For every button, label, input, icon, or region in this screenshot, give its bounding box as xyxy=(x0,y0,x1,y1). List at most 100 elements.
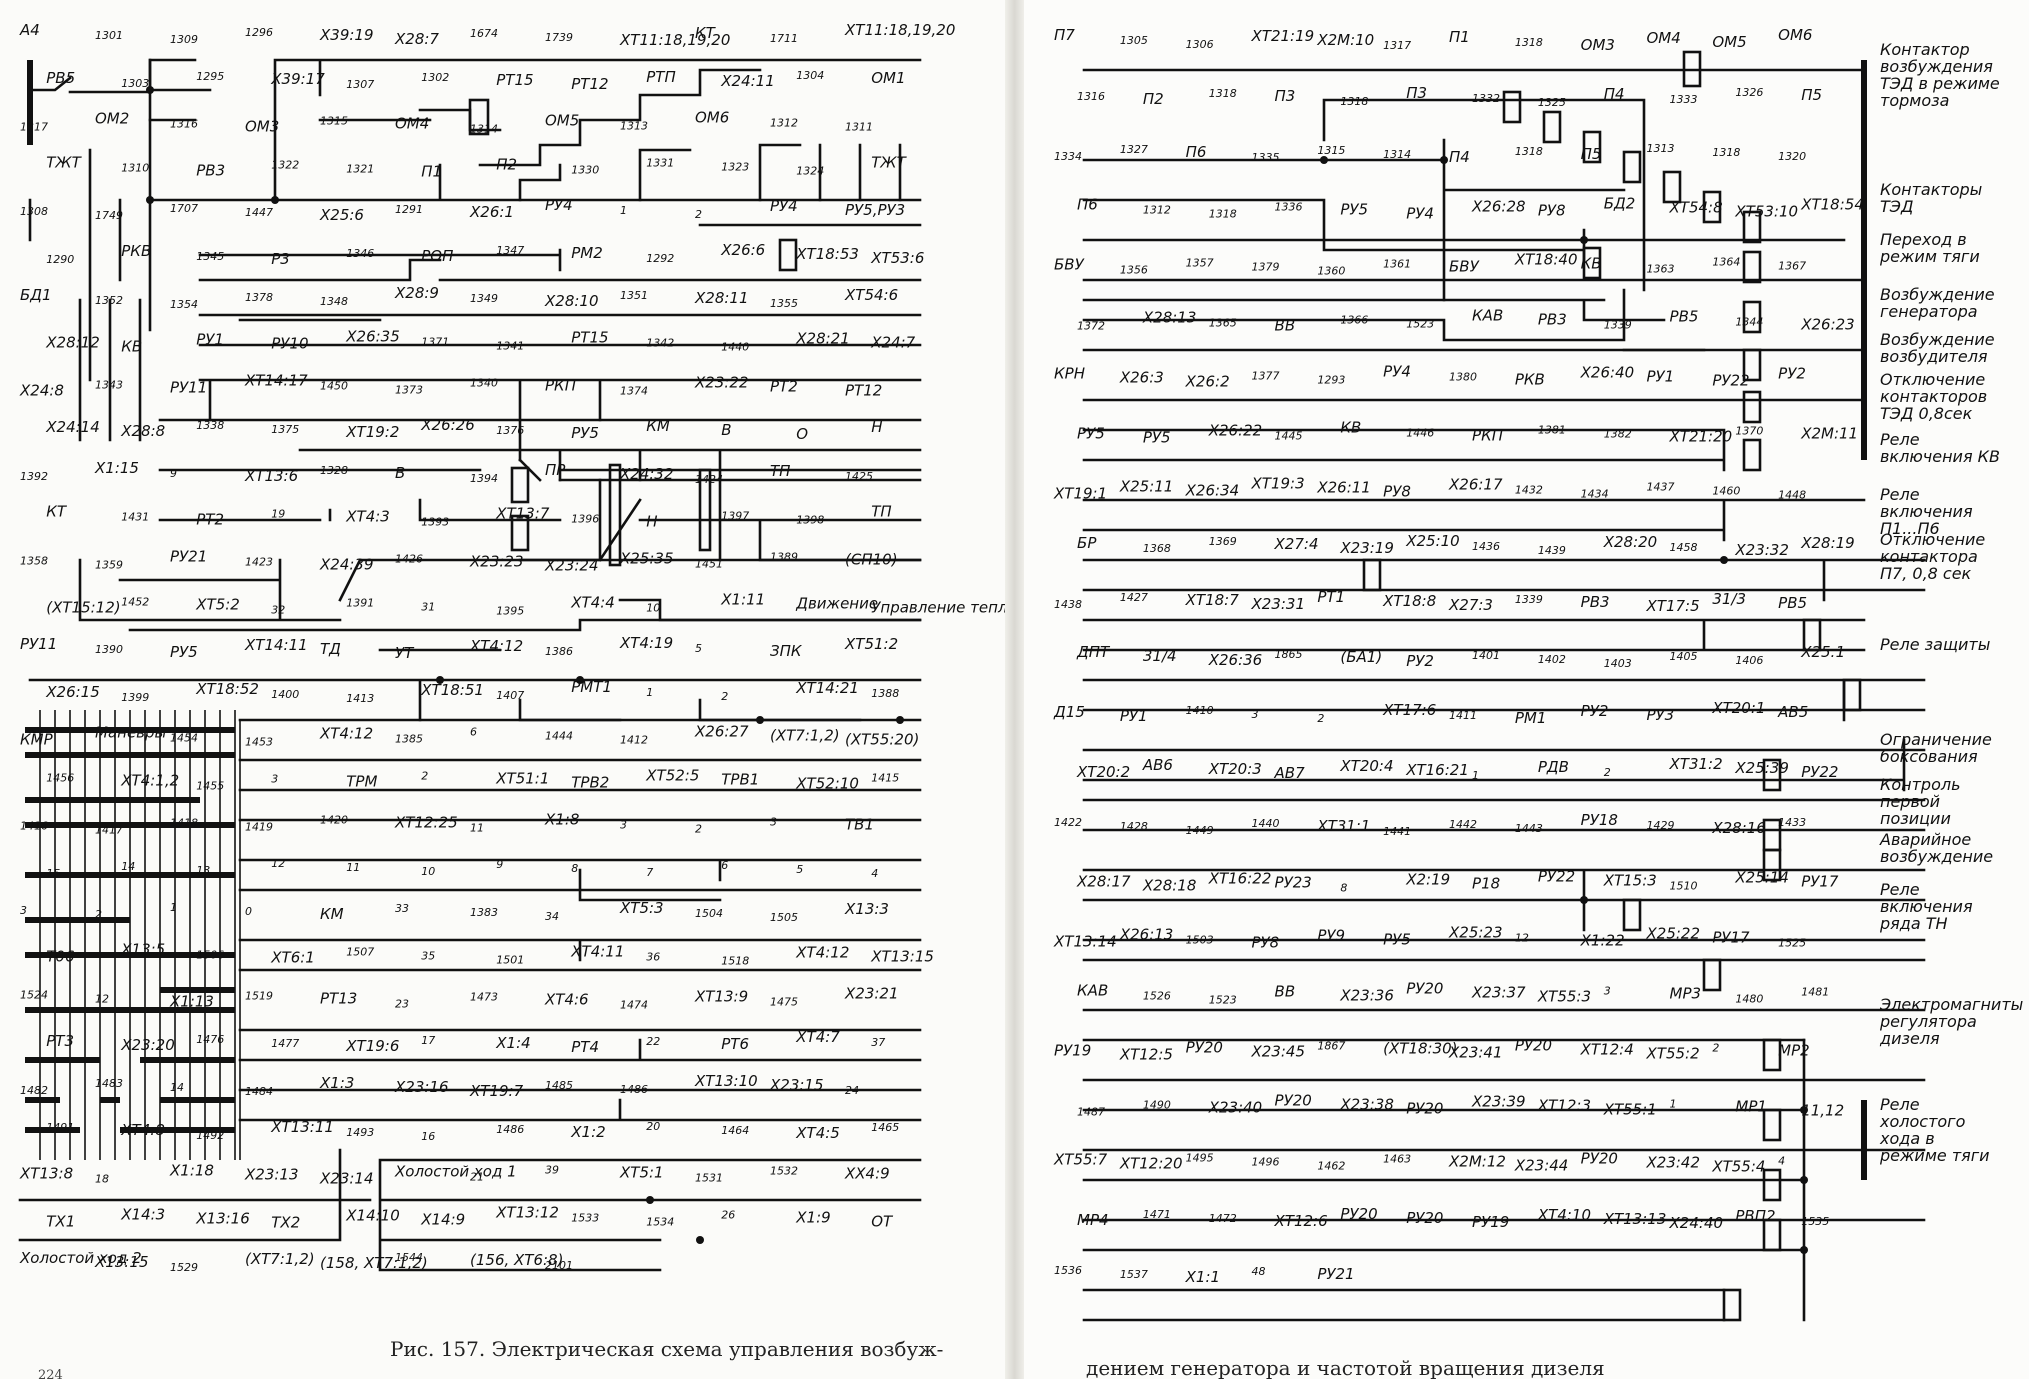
left-label: 8 xyxy=(571,862,578,875)
right-label: АВ6 xyxy=(1142,756,1173,774)
right-label: КВ xyxy=(1581,254,1602,272)
right-label: ХТ12:4 xyxy=(1580,1041,1634,1059)
right-label: РУ1 xyxy=(1647,368,1675,386)
right-label: 1317 xyxy=(1383,39,1411,52)
right-label: РУ17 xyxy=(1712,928,1750,946)
left-label: 7 xyxy=(646,866,653,879)
right-label: РУ4 xyxy=(1406,204,1434,222)
left-label: 1374 xyxy=(620,384,648,397)
annotation-9: Реле защиты xyxy=(1880,635,1990,654)
right-label: П3 xyxy=(1406,84,1427,102)
right-label: ХТ4:10 xyxy=(1537,1206,1591,1224)
right-label: Х28:17 xyxy=(1076,872,1131,890)
left-label: 1491 xyxy=(46,1121,74,1134)
left-label: 10 xyxy=(421,865,435,878)
right-label: ХТ18:7 xyxy=(1185,591,1240,609)
right-label: 1320 xyxy=(1778,150,1806,163)
right-label: Х2М:12 xyxy=(1448,1153,1506,1171)
right-label: ХТ19:3 xyxy=(1251,475,1305,493)
left-label: ХТ51:1 xyxy=(495,769,549,787)
right-label: КРН xyxy=(1054,365,1085,383)
left-label: Х39:19 xyxy=(319,26,374,44)
right-label: 1443 xyxy=(1515,822,1543,835)
right-label: РУ20 xyxy=(1515,1037,1552,1055)
right-label: Х23:45 xyxy=(1251,1043,1306,1061)
right-label: 1441 xyxy=(1383,825,1411,838)
right-label: Х1:1 xyxy=(1185,1268,1220,1286)
junctions-right xyxy=(1320,156,1808,1254)
left-label: 11 xyxy=(470,821,484,834)
right-label: Х26:34 xyxy=(1185,482,1240,500)
left-label: Х14:9 xyxy=(420,1210,465,1228)
right-label: Х28:13 xyxy=(1142,308,1197,326)
right-label: 1318 xyxy=(1515,145,1543,158)
right-label: 11,12 xyxy=(1801,1102,1844,1120)
left-label: 22 xyxy=(646,1035,660,1048)
right-label: РУ4 xyxy=(1383,363,1411,381)
left-label: ОМ3 xyxy=(245,118,279,136)
right-label: Х2М:10 xyxy=(1316,31,1374,49)
right-label: 1523 xyxy=(1406,317,1434,330)
left-label: 1749 xyxy=(95,209,123,222)
right-label: ХТ12:3 xyxy=(1537,1097,1591,1115)
left-label: Х13:3 xyxy=(844,900,889,918)
right-label: 1316 xyxy=(1077,90,1105,103)
left-label: 1328 xyxy=(320,464,348,477)
right-label: Х26:17 xyxy=(1448,476,1503,494)
left-label: РТ15 xyxy=(571,329,608,347)
left-label: 1492 xyxy=(196,1129,224,1142)
left-label: Х26:6 xyxy=(720,241,765,259)
left-label: 1330 xyxy=(571,163,599,176)
right-label: КВ xyxy=(1340,419,1361,437)
right-label: РУ20 xyxy=(1340,1205,1377,1223)
left-label: 1477 xyxy=(271,1037,299,1050)
left-label: 1506 xyxy=(196,949,224,962)
left-label: РУ5 xyxy=(170,643,198,661)
right-label: ХТ12:5 xyxy=(1119,1046,1173,1064)
left-label: 1417 xyxy=(95,823,123,836)
right-label: 1446 xyxy=(1406,427,1434,440)
left-label: 1307 xyxy=(346,78,374,91)
right-label: РУ20 xyxy=(1406,979,1443,997)
right-label: 1434 xyxy=(1581,488,1609,501)
left-label: (156, ХТ6:8) xyxy=(470,1251,563,1269)
left-label: (ХТ7:1,2) xyxy=(245,1250,315,1268)
right-label: 1536 xyxy=(1054,1264,1082,1277)
right-label: Х25:11 xyxy=(1119,478,1174,496)
left-label: Х26:35 xyxy=(345,328,400,346)
right-label: 1495 xyxy=(1186,1152,1214,1165)
left-label: ТХ1 xyxy=(46,1212,75,1230)
left-label: 35 xyxy=(421,950,435,963)
left-label: КМ xyxy=(646,417,670,435)
right-label: Х27:4 xyxy=(1274,535,1319,553)
right-label: 1313 xyxy=(1647,142,1675,155)
right-label: ХТ20:2 xyxy=(1076,763,1130,781)
right-label: ХТ15:3 xyxy=(1603,871,1657,889)
left-label: ХТ4:8 xyxy=(120,1121,165,1139)
right-label: 2 xyxy=(1712,1042,1719,1055)
right-label: П1 xyxy=(1449,28,1470,46)
left-label: ХТ4:11 xyxy=(570,943,624,961)
right-label: 1361 xyxy=(1383,257,1411,270)
right-label: П4 xyxy=(1604,85,1625,103)
left-label: ХТ13:12 xyxy=(495,1203,559,1221)
left-label: РУ11 xyxy=(170,378,207,396)
right-label: РКП xyxy=(1472,427,1503,445)
left-label: 34 xyxy=(545,910,559,923)
right-label: 1318 xyxy=(1515,36,1543,49)
left-label: ТВ1 xyxy=(845,815,874,833)
right-label: 1365 xyxy=(1209,316,1237,329)
left-label: Х1:9 xyxy=(795,1208,830,1226)
right-label: Х24:40 xyxy=(1669,1214,1724,1232)
left-label: ХТ13:7 xyxy=(495,505,550,523)
left-label: ХТ52:5 xyxy=(645,766,699,784)
left-label: 9 xyxy=(496,858,503,871)
left-label: Х23:24 xyxy=(544,557,599,575)
left-label: 1388 xyxy=(871,687,899,700)
right-label: 4 xyxy=(1778,1155,1785,1168)
right-label: Х28:16 xyxy=(1711,819,1766,837)
left-label: 1475 xyxy=(770,995,798,1008)
